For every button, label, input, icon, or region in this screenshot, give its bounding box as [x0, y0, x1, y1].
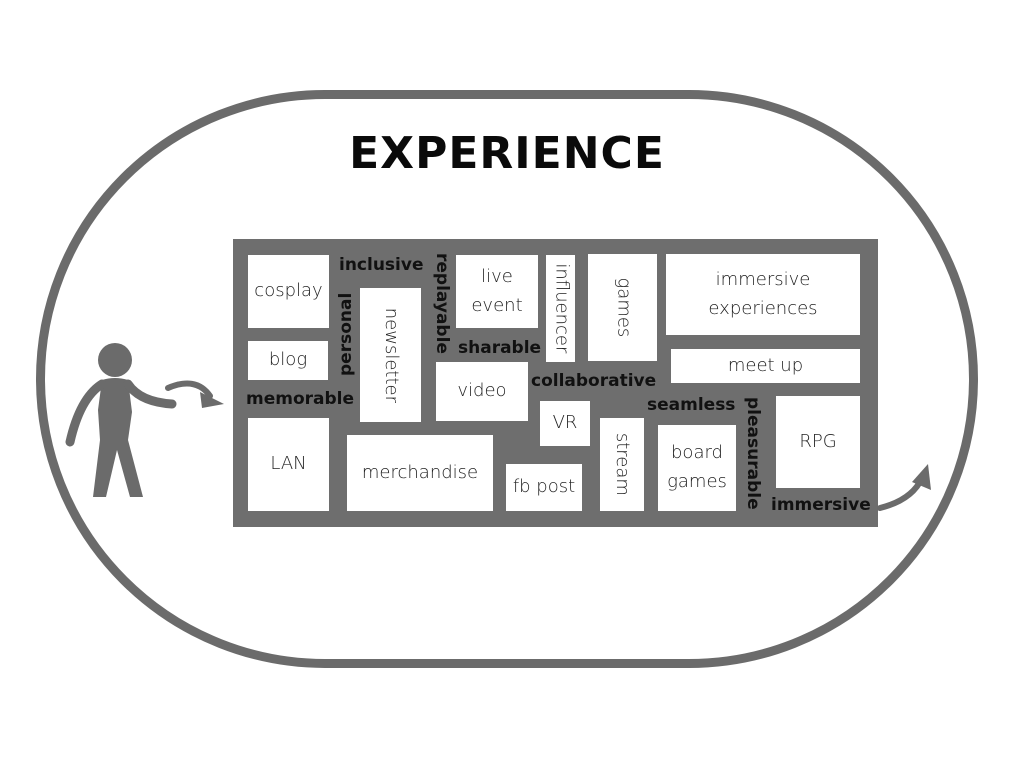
tile-fb-post: fb post [506, 464, 582, 511]
tile-merchandise: merchandise [347, 435, 493, 511]
quality-sharable: sharable [458, 338, 542, 358]
quality-immersive: immersive [771, 495, 871, 515]
tile-blog: blog [248, 341, 328, 380]
exit-arrow-icon [877, 464, 931, 511]
tile-video: video [436, 362, 528, 421]
tile-board-games: board games [658, 425, 736, 511]
entry-arrow-icon [165, 380, 224, 408]
experience-oval [36, 90, 978, 668]
quality-seamless: seamless [647, 395, 736, 415]
quality-memorable: memorable [246, 389, 355, 409]
tile-lan: LAN [248, 418, 329, 511]
person-icon [65, 343, 177, 497]
tile-influencer: influencer [546, 255, 575, 362]
diagram-title: EXPERIENCE [349, 128, 665, 179]
tile-immersive-experiences: immersive experiences [666, 254, 860, 335]
tile-newsletter: newsletter [360, 288, 421, 422]
tile-cosplay: cosplay [248, 255, 329, 328]
quality-inclusive: inclusive [339, 255, 424, 275]
tile-meet-up: meet up [671, 349, 860, 383]
quality-collaborative: collaborative [531, 371, 657, 391]
tile-vr: VR [540, 401, 590, 446]
tile-rpg: RPG [776, 396, 860, 488]
tile-live-event: live event [456, 255, 538, 328]
tile-stream: stream [600, 418, 644, 511]
tile-games: games [588, 254, 657, 361]
